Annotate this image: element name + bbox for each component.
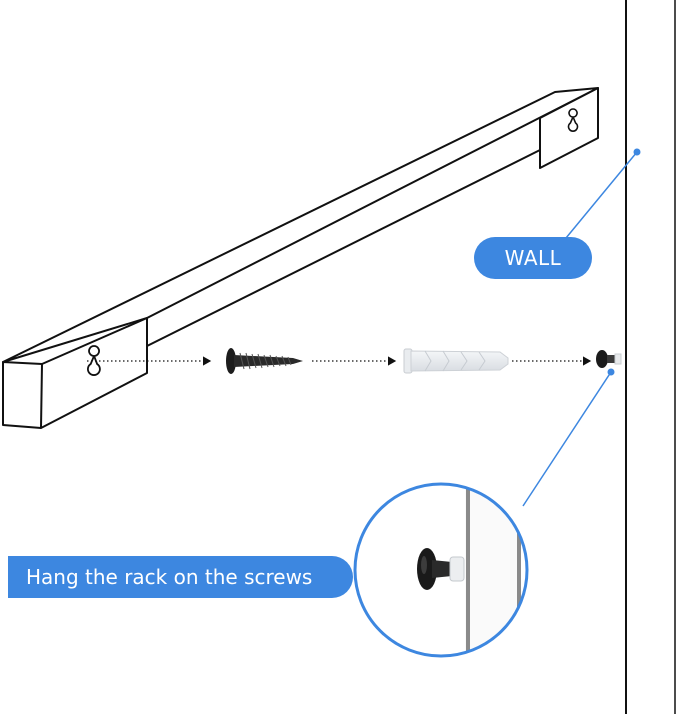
- hang-instruction-text: Hang the rack on the screws: [26, 565, 313, 589]
- mounted-screw-icon: [596, 350, 622, 368]
- wall-label-text: WALL: [504, 246, 562, 270]
- hang-instruction-label: Hang the rack on the screws: [8, 556, 353, 598]
- mounted-screw-icon: [417, 548, 465, 590]
- wall: [625, 0, 676, 714]
- wall-anchor-icon: [403, 348, 509, 374]
- wall-callout-line: [565, 148, 641, 239]
- keyhole-slot-icon: [567, 108, 579, 132]
- magnifier-callout-line: [522, 368, 615, 507]
- wood-screw-icon: [226, 348, 303, 374]
- magnified-detail: [353, 482, 529, 658]
- wall-label: WALL: [474, 237, 592, 279]
- keyhole-slot-icon: [87, 345, 101, 376]
- rack-bar: [2, 87, 599, 429]
